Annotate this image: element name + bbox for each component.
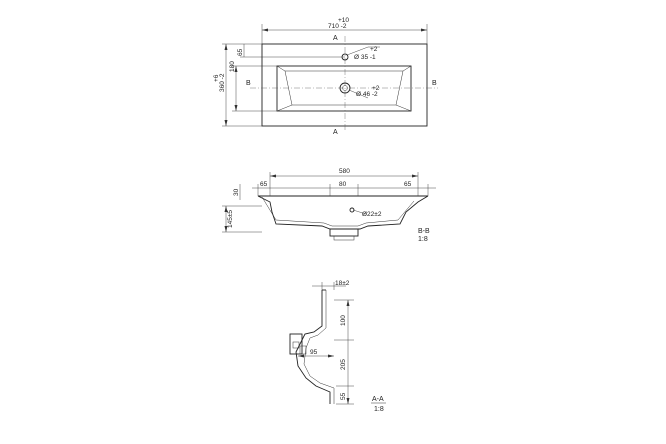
aa-back: 100 (340, 315, 347, 326)
overflow-dia: Ø22±2 (362, 211, 382, 218)
section-aa-label: A-A (372, 396, 384, 403)
top-outline (261, 43, 428, 127)
inner-width: 580 (339, 168, 350, 175)
drain-fitting (329, 228, 359, 237)
depth-tol: +6 (213, 74, 220, 82)
depth: 360 -2 (219, 73, 226, 92)
aa-drain-offset: 95 (310, 349, 318, 356)
center-width: 80 (339, 181, 347, 188)
aa-bowl: 205 (340, 359, 347, 370)
bb-height: 145±5 (227, 210, 234, 228)
hole-offset: 65 (237, 48, 244, 56)
left-rim: 65 (260, 181, 268, 188)
section-bb-label: B-B (418, 228, 430, 235)
rim-height: 30 (233, 188, 240, 196)
hole-dia-tol: +2 (370, 46, 378, 53)
hole-dia: Ø 35 -1 (354, 54, 376, 61)
section-bb-view: Ø22±2 580 65 80 65 30 145±5 B-B 1:8 (222, 168, 436, 243)
right-rim: 65 (404, 181, 412, 188)
aa-drain-fitting (289, 333, 303, 355)
section-mark-a-top: A (333, 35, 338, 42)
overall-width-tol: +10 (338, 17, 349, 24)
section-bb-profile (257, 195, 429, 230)
drain-dia-tol: +2 (372, 85, 380, 92)
top-view: +10 710 -2 360 -2 +6 180 65 +2 Ø 35 -1 +… (213, 17, 438, 136)
section-mark-a-bottom: A (333, 129, 338, 136)
section-mark-b-right: B (432, 80, 437, 87)
section-bb-scale: 1:8 (418, 236, 428, 243)
drain-dia: Ø 46 -2 (356, 91, 378, 98)
section-aa-profile (295, 290, 331, 404)
basin-depth: 180 (229, 61, 236, 72)
aa-front: 55 (340, 392, 347, 400)
aa-rim: 18±2 (335, 280, 350, 287)
overall-width: 710 -2 (328, 23, 347, 30)
section-aa-scale: 1:8 (374, 406, 384, 413)
overflow-hole (349, 207, 355, 213)
basin-outline (276, 65, 412, 112)
section-aa-view: 18±2 100 205 55 95 A-A 1:8 (289, 280, 386, 413)
section-mark-b-left: B (246, 80, 251, 87)
